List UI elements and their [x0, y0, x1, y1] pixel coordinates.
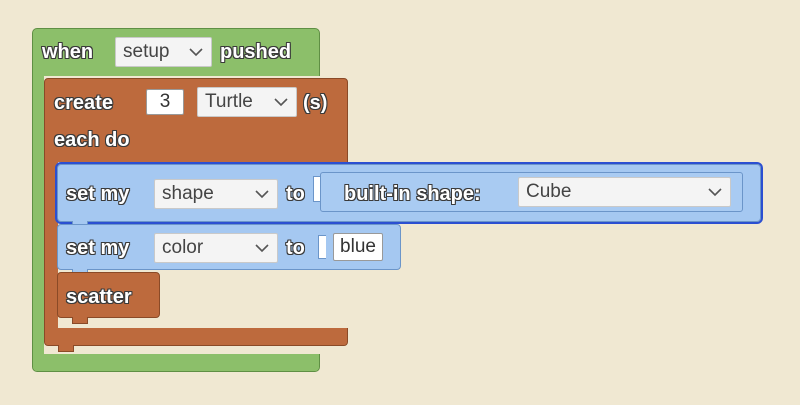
- color-value: blue: [340, 236, 376, 257]
- create-block-footer: [45, 328, 347, 345]
- set-color-to-label: to: [286, 237, 305, 259]
- color-input-socket: [318, 235, 326, 259]
- set-shape-to-label: to: [286, 183, 305, 205]
- create-block-notch: [58, 345, 74, 352]
- built-in-shape-label: built-in shape:: [344, 183, 481, 205]
- set-shape-prefix-label: set my: [66, 183, 130, 205]
- create-label: create: [54, 92, 113, 114]
- built-in-shape-dropdown[interactable]: Cube: [518, 177, 731, 207]
- turtle-count-value: 3: [159, 91, 171, 112]
- shape-input-socket: [313, 176, 322, 202]
- chevron-down-icon: [255, 244, 269, 253]
- turtle-count-input[interactable]: 3: [146, 89, 184, 115]
- create-block-arm: [45, 162, 58, 328]
- scatter-notch: [72, 317, 88, 324]
- scatter-block[interactable]: [57, 272, 160, 318]
- chevron-down-icon: [189, 48, 203, 57]
- chevron-down-icon: [708, 188, 722, 197]
- color-property-dropdown[interactable]: color: [154, 233, 278, 263]
- color-value-input[interactable]: blue: [333, 233, 383, 261]
- color-property-value: color: [162, 237, 204, 258]
- each-do-label: each do: [54, 129, 130, 151]
- breed-dropdown[interactable]: Turtle: [197, 87, 297, 117]
- built-in-shape-value: Cube: [526, 181, 572, 202]
- chevron-down-icon: [255, 190, 269, 199]
- when-label: when: [42, 41, 94, 63]
- shape-property-value: shape: [162, 183, 214, 204]
- pushed-label: pushed: [220, 41, 292, 63]
- shape-property-dropdown[interactable]: shape: [154, 179, 278, 209]
- event-dropdown-value: setup: [123, 41, 170, 62]
- when-block-arm: [33, 76, 44, 354]
- chevron-down-icon: [274, 98, 288, 107]
- plural-suffix-label: (s): [303, 92, 328, 114]
- event-dropdown[interactable]: setup: [115, 37, 212, 67]
- set-color-prefix-label: set my: [66, 237, 130, 259]
- scatter-label: scatter: [66, 286, 132, 308]
- breed-dropdown-value: Turtle: [205, 91, 253, 112]
- when-block-footer: [33, 354, 319, 371]
